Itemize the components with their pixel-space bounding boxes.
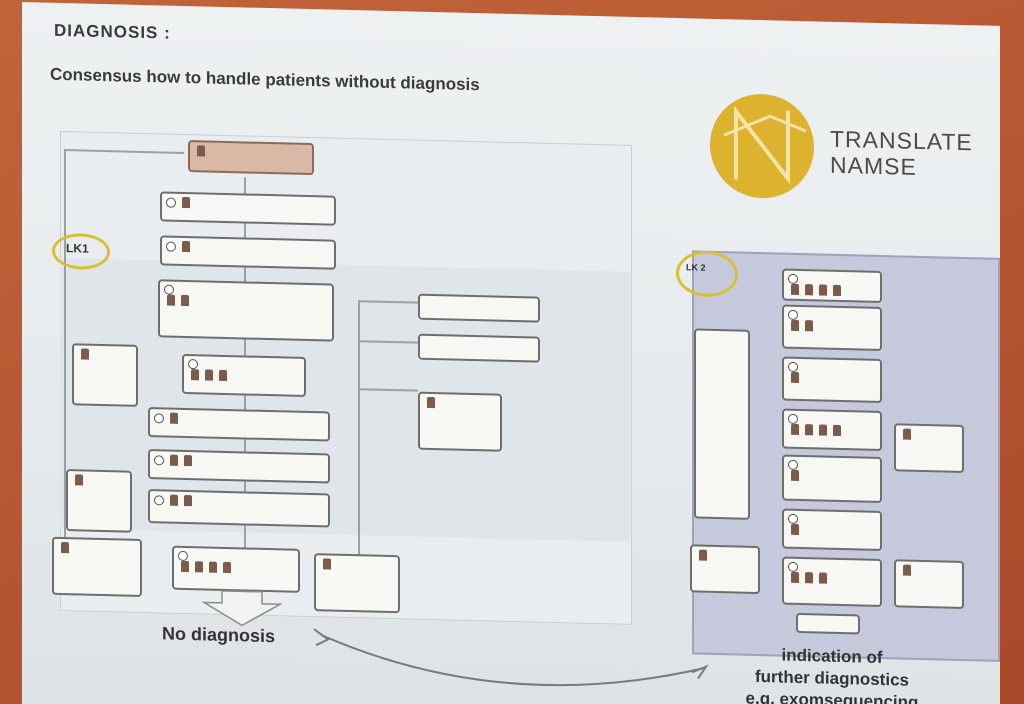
presentation-slide: DIAGNOSIS : Consensus how to handle pati… (22, 2, 1000, 704)
lk2-box-1 (782, 268, 882, 304)
no-diagnosis-label: No diagnosis (162, 623, 276, 647)
logo-circle-icon (710, 94, 814, 199)
lk2-box-end (796, 612, 860, 635)
logo-mark (706, 89, 818, 204)
flow-arrows (201, 590, 709, 687)
lk2-clinical-right-2 (894, 559, 964, 610)
lk2-side-box (694, 328, 750, 520)
lk2-box-2 (782, 304, 882, 352)
lk2-box-7 (782, 556, 882, 608)
lk2-box-5 (782, 454, 882, 504)
lk2-highlight-circle (676, 249, 738, 298)
lk2-box-3 (782, 356, 882, 404)
lk2-box-4 (782, 408, 882, 452)
lk2-box-6 (782, 508, 882, 552)
lk2-clinical-right-1 (894, 423, 964, 474)
lk2-label: LK 2 (686, 262, 706, 273)
further-diagnostics-text: indication of further diagnostics e.g. e… (712, 643, 952, 704)
lk2-clinical-left (690, 544, 760, 595)
lk1-label: LK1 (66, 241, 89, 256)
